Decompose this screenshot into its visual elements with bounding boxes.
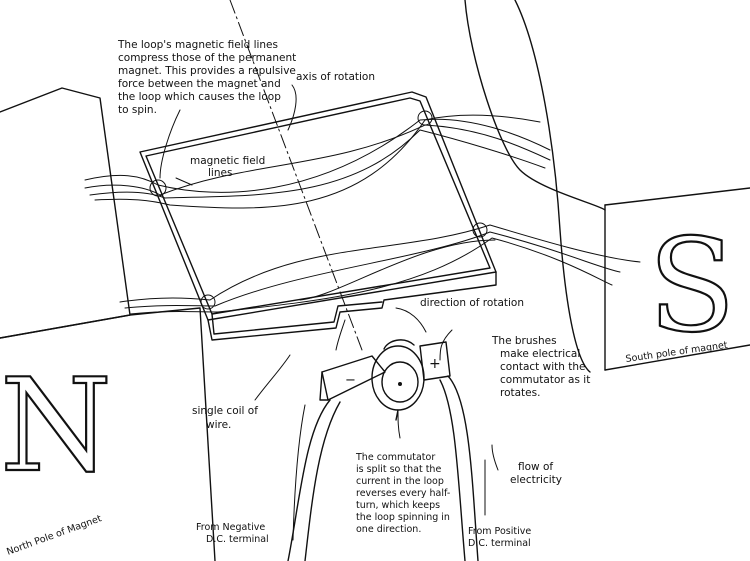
flow-of-electricity-label: flow of electricity (510, 461, 562, 486)
single-coil-label: single coil of wire. (192, 405, 261, 431)
magnetic-field-lines-label: magnetic field lines (190, 155, 269, 179)
brushes-note: The brushes make electrical contact with… (491, 335, 594, 399)
axis-line (229, 0, 363, 351)
field-lines (84, 110, 641, 315)
negative-sign: − (345, 373, 356, 388)
direction-of-rotation-label: direction of rotation (420, 297, 524, 309)
commutator-note: The commutator is split so that the curr… (355, 452, 453, 535)
axis-of-rotation-label: axis of rotation (296, 71, 375, 83)
south-letter: S (648, 212, 736, 361)
commutator-assembly: − + (287, 339, 479, 561)
loop-field-note: The loop's magnetic field lines compress… (117, 39, 300, 116)
from-negative-label: From Negative D.C. terminal (196, 522, 269, 545)
north-letter: N (0, 352, 112, 501)
from-positive-label: From Positive D.C. terminal (468, 526, 534, 549)
positive-sign: + (429, 356, 441, 372)
annotation-arrows (159, 84, 499, 541)
north-pole-label: North Pole of Magnet (5, 513, 103, 558)
wire-loop (139, 91, 497, 341)
labels: The loop's magnetic field lines compress… (117, 39, 594, 549)
south-magnet: S South pole of magnet (464, 0, 750, 373)
north-magnet: N North Pole of Magnet (0, 87, 216, 561)
